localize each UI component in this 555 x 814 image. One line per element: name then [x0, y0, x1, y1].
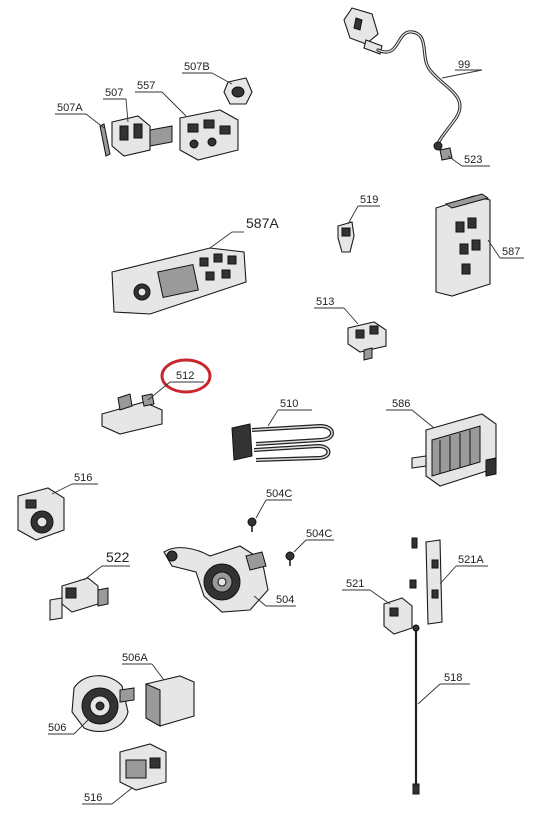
label-587: 587 [502, 246, 520, 258]
sensor-519-part[interactable] [337, 221, 355, 253]
label-586: 586 [392, 398, 410, 410]
label-587a: 587A [246, 215, 279, 231]
display-board-587a-part[interactable] [111, 247, 247, 315]
module-557-part[interactable] [179, 109, 239, 161]
filter-586-part[interactable] [411, 413, 497, 487]
label-510: 510 [280, 398, 298, 410]
label-523: 523 [464, 154, 482, 166]
label-557: 557 [137, 80, 155, 92]
sensor-rod-521a-part[interactable] [409, 537, 443, 625]
label-518: 518 [444, 672, 462, 684]
label-512: 512 [176, 370, 194, 382]
label-521a: 521A [458, 554, 484, 566]
label-99: 99 [458, 59, 470, 71]
screw-504c-a-part[interactable] [247, 517, 257, 532]
label-507b: 507B [184, 61, 210, 73]
sensor-wire-518-part[interactable] [412, 624, 420, 795]
label-516-upper: 516 [74, 472, 92, 484]
pressure-switch-513-part[interactable] [347, 321, 387, 361]
label-506: 506 [48, 722, 66, 734]
heater-510-part[interactable] [231, 423, 334, 462]
label-522: 522 [106, 549, 130, 565]
label-504c-a: 504C [266, 488, 292, 500]
power-cord-part[interactable] [343, 7, 462, 151]
cover-506a-part[interactable] [145, 675, 195, 727]
label-504c-b: 504C [306, 528, 332, 540]
label-516-lower: 516 [84, 792, 102, 804]
drain-pump-516-lower-part[interactable] [119, 743, 167, 791]
drain-pump-516-upper-part[interactable] [17, 487, 65, 541]
pin-507a-part[interactable] [99, 123, 111, 157]
cord-clamp-part[interactable] [439, 147, 453, 161]
label-521: 521 [346, 578, 364, 590]
label-519: 519 [360, 194, 378, 206]
label-513: 513 [316, 296, 334, 308]
door-lock-507-part[interactable] [111, 115, 173, 157]
part-512[interactable] [101, 393, 163, 435]
label-504: 504 [276, 594, 294, 606]
grommet-507b-part[interactable] [223, 77, 253, 105]
highlight-circle [160, 358, 212, 394]
label-507a: 507A [57, 102, 83, 114]
valve-522-part[interactable] [49, 577, 109, 621]
motor-504-part[interactable] [163, 545, 269, 613]
main-board-587-part[interactable] [435, 193, 491, 297]
label-506a: 506A [122, 652, 148, 664]
screw-504c-b-part[interactable] [285, 551, 295, 566]
sensor-521-part[interactable] [383, 597, 413, 635]
label-507: 507 [105, 87, 123, 99]
pump-506-part[interactable] [71, 675, 135, 732]
